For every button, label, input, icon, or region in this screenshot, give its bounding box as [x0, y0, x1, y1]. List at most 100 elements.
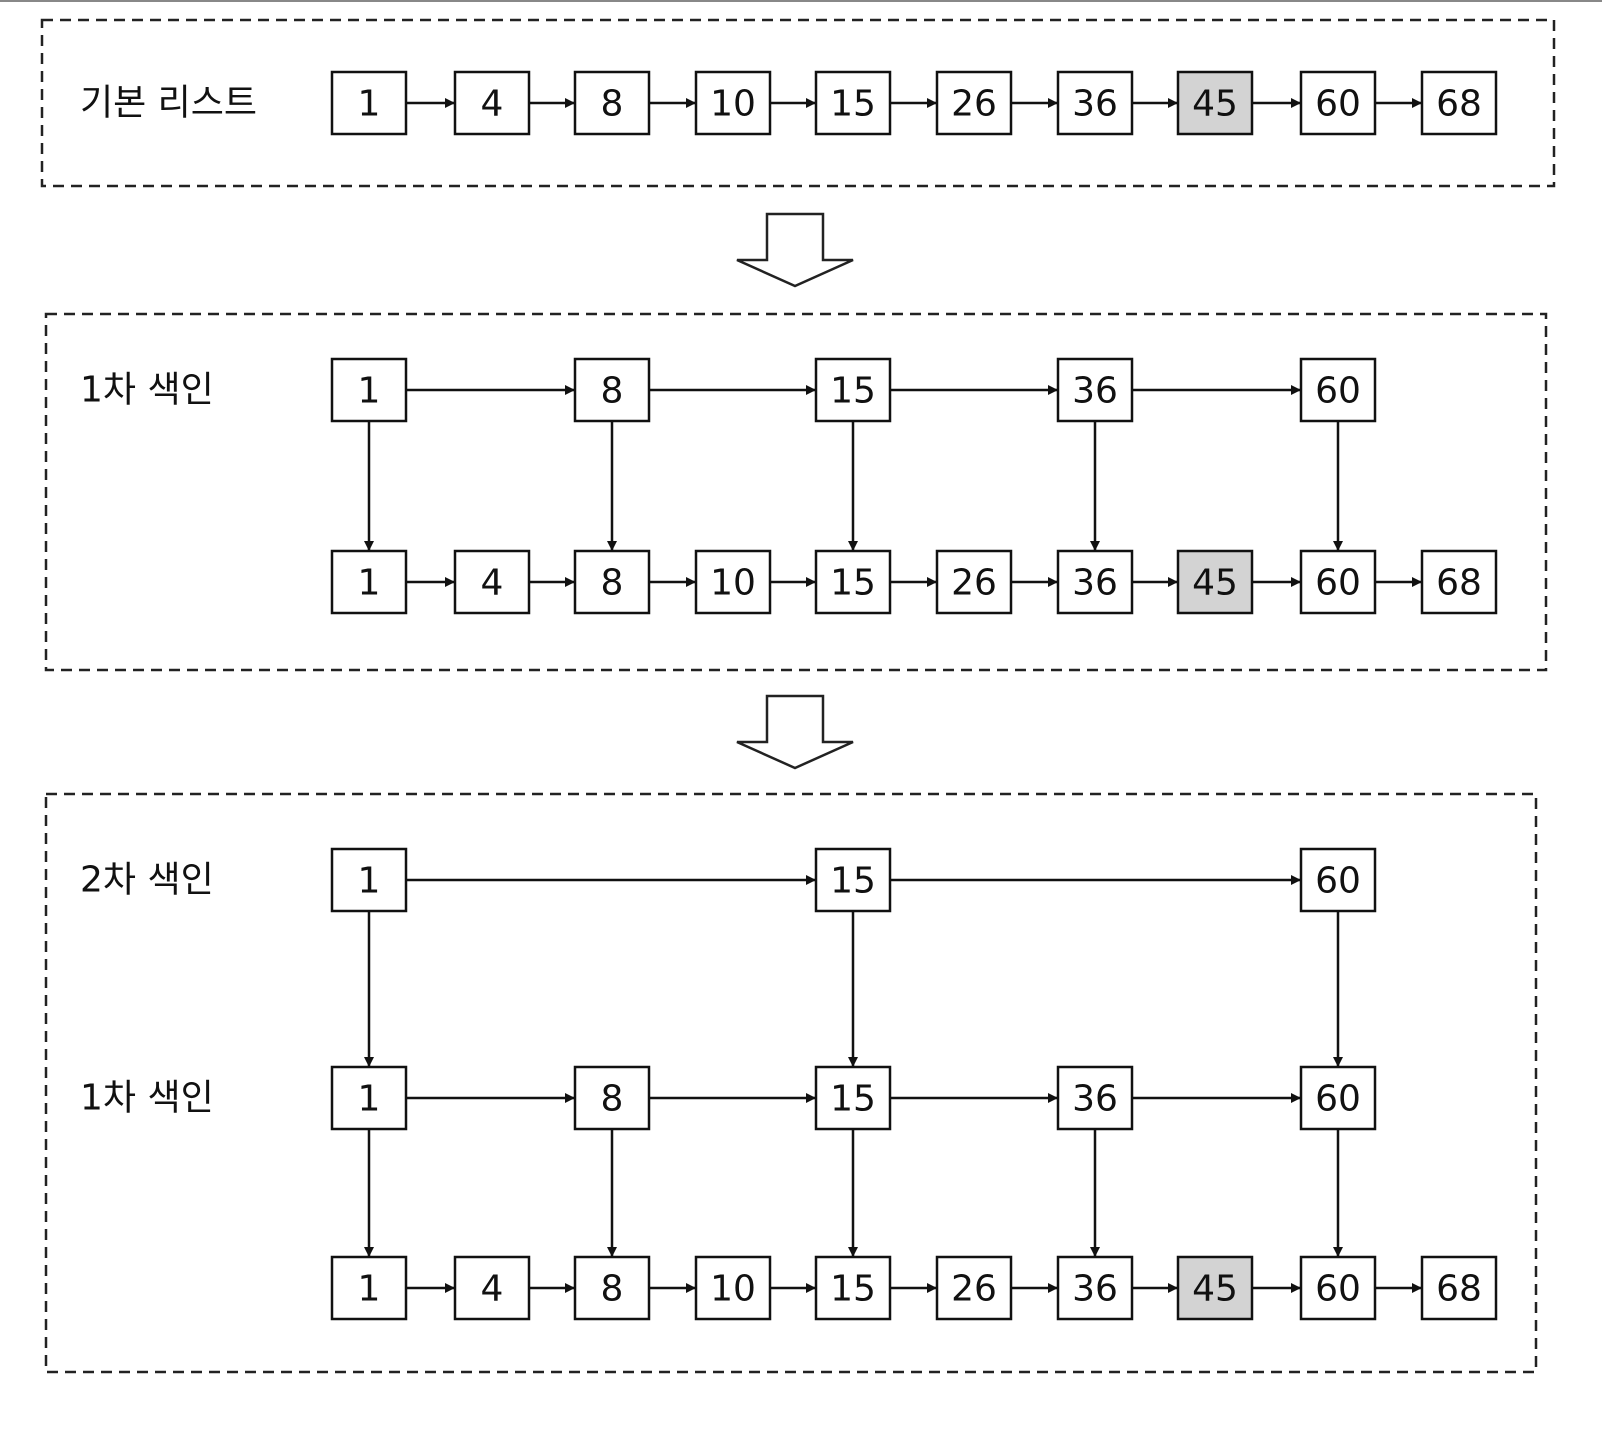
node-box	[814, 549, 892, 615]
node-value: 60	[1315, 84, 1361, 125]
node-value: 36	[1072, 1079, 1118, 1120]
node-box	[573, 1065, 651, 1131]
row-label: 기본 리스트	[80, 83, 257, 124]
hollow-down-arrow-icon	[736, 694, 854, 770]
list-node: 4	[453, 70, 531, 136]
list-row: 1차 색인 1 8 15 36 60	[80, 357, 1377, 423]
node-value: 4	[481, 563, 504, 604]
list-node: 8	[573, 1255, 651, 1321]
highlighted-node-box	[1176, 1255, 1254, 1321]
node-box	[814, 1255, 892, 1321]
node-value: 45	[1192, 84, 1238, 125]
list-node: 15	[814, 549, 892, 615]
node-value: 68	[1436, 84, 1482, 125]
node-value: 8	[601, 1269, 624, 1310]
section-border	[40, 18, 1556, 188]
list-node: 15	[814, 1065, 892, 1131]
node-box	[694, 70, 772, 136]
node-box	[330, 549, 408, 615]
node-value: 1	[358, 861, 381, 902]
list-node: 4	[453, 1255, 531, 1321]
row-label: 1차 색인	[80, 370, 214, 411]
node-box	[330, 1065, 408, 1131]
node-box	[1056, 549, 1134, 615]
list-node: 36	[1056, 70, 1134, 136]
list-node: 15	[814, 1255, 892, 1321]
list-node: 26	[935, 70, 1013, 136]
node-value: 45	[1192, 1269, 1238, 1310]
list-node: 8	[573, 357, 651, 423]
node-value: 1	[358, 563, 381, 604]
node-box	[1420, 1255, 1498, 1321]
node-value: 10	[710, 563, 756, 604]
node-value: 4	[481, 1269, 504, 1310]
node-box	[694, 1255, 772, 1321]
node-box	[1420, 70, 1498, 136]
node-value: 68	[1436, 563, 1482, 604]
list-node: 26	[935, 1255, 1013, 1321]
highlighted-node-box	[1176, 549, 1254, 615]
node-box	[814, 357, 892, 423]
node-value: 26	[951, 1269, 997, 1310]
node-value: 15	[830, 861, 876, 902]
list-node: 36	[1056, 1255, 1134, 1321]
node-value: 36	[1072, 371, 1118, 412]
node-value: 45	[1192, 563, 1238, 604]
node-value: 60	[1315, 1269, 1361, 1310]
list-node: 60	[1299, 847, 1377, 913]
list-node: 36	[1056, 357, 1134, 423]
list-node: 8	[573, 70, 651, 136]
node-value: 26	[951, 84, 997, 125]
node-box	[1056, 1065, 1134, 1131]
section-border	[44, 792, 1538, 1374]
section-border	[44, 312, 1548, 672]
list-node: 1	[330, 847, 408, 913]
list-node: 68	[1420, 70, 1498, 136]
node-value: 10	[710, 1269, 756, 1310]
node-value: 1	[358, 84, 381, 125]
node-value: 36	[1072, 1269, 1118, 1310]
list-node: 60	[1299, 70, 1377, 136]
node-box	[1299, 357, 1377, 423]
node-box	[573, 70, 651, 136]
list-node: 8	[573, 1065, 651, 1131]
list-node: 1	[330, 1065, 408, 1131]
node-value: 36	[1072, 563, 1118, 604]
list-node: 15	[814, 847, 892, 913]
node-box	[453, 549, 531, 615]
list-node: 45	[1176, 70, 1254, 136]
node-box	[330, 847, 408, 913]
highlighted-node-box	[1176, 70, 1254, 136]
list-node: 68	[1420, 549, 1498, 615]
node-value: 15	[830, 371, 876, 412]
list-node: 10	[694, 549, 772, 615]
list-node: 8	[573, 549, 651, 615]
list-node: 1	[330, 1255, 408, 1321]
node-box	[1056, 357, 1134, 423]
list-node: 60	[1299, 357, 1377, 423]
node-box	[935, 70, 1013, 136]
node-box	[1299, 70, 1377, 136]
node-box	[573, 357, 651, 423]
node-box	[935, 1255, 1013, 1321]
list-node: 4	[453, 549, 531, 615]
node-value: 1	[358, 1079, 381, 1120]
list-node: 1	[330, 357, 408, 423]
node-value: 26	[951, 563, 997, 604]
list-node: 36	[1056, 1065, 1134, 1131]
row-label: 1차 색인	[80, 1078, 214, 1119]
list-node: 60	[1299, 1255, 1377, 1321]
node-value: 10	[710, 84, 756, 125]
node-box	[694, 549, 772, 615]
node-value: 4	[481, 84, 504, 125]
node-value: 8	[601, 371, 624, 412]
node-value: 1	[358, 371, 381, 412]
node-box	[330, 1255, 408, 1321]
node-box	[935, 549, 1013, 615]
